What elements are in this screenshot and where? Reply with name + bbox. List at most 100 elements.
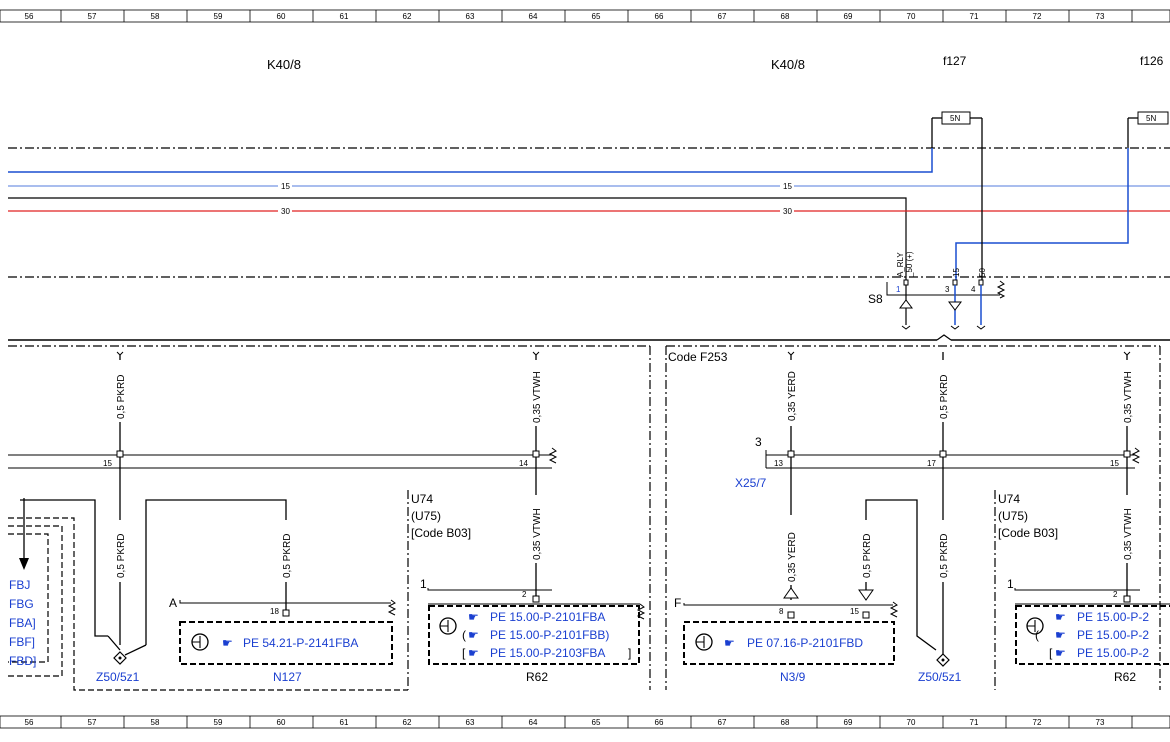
ruler-label: 68 <box>781 12 790 21</box>
side-boxes <box>8 517 408 691</box>
u74-label: U74 <box>411 492 433 506</box>
boundary-lines <box>8 147 1170 278</box>
wire-label: 0,35 VTWH <box>532 371 543 423</box>
f127-label: f127 <box>943 54 967 68</box>
ruler-label: 60 <box>277 12 286 21</box>
ruler-label: 70 <box>907 12 916 21</box>
component-letter: 1 <box>1007 577 1014 591</box>
bus-30-label: 30 <box>783 207 792 216</box>
wire-label: 0,35 VTWH <box>532 508 543 560</box>
ruler-label: 56 <box>25 718 34 727</box>
relay-pin-label: A_RLY <box>896 252 905 277</box>
ruler-label: 61 <box>340 718 349 727</box>
pin-number: 15 <box>850 607 859 616</box>
ref-link[interactable]: PE 15.00-P-2101FBA <box>490 610 605 624</box>
ref-link[interactable]: PE 07.16-P-2101FBD <box>747 636 863 650</box>
relay-pin-number: 3 <box>945 285 950 294</box>
pin-number: 2 <box>522 590 527 599</box>
ruler-label: 62 <box>403 718 412 727</box>
ruler-label: 72 <box>1033 718 1042 727</box>
wire-label: 0,35 YERD <box>787 371 798 421</box>
wire-label: 0,35 VTWH <box>1123 508 1134 560</box>
ruler-label: 69 <box>844 12 853 21</box>
f126-label: f126 <box>1140 54 1164 68</box>
fuse-rating: 5N <box>1146 114 1156 123</box>
relay-pin-label: _50 (+) <box>905 251 914 278</box>
ruler-label: 59 <box>214 12 223 21</box>
ruler-label: 63 <box>466 718 475 727</box>
ref-link[interactable]: PE 15.00-P-2101FBB) <box>490 628 609 642</box>
fuse-f127: 5N <box>931 111 983 148</box>
ruler-frame <box>0 715 1170 729</box>
ruler-label: 56 <box>25 12 34 21</box>
u74-label: U74 <box>998 492 1020 506</box>
ruler-label: 67 <box>718 718 727 727</box>
ref-link[interactable]: PE 15.00-P-2 <box>1077 646 1149 660</box>
component-r62-left <box>427 588 646 665</box>
component-label: N127 <box>273 670 302 684</box>
side-label: FBD] <box>9 654 36 668</box>
side-label: FBA] <box>9 616 36 630</box>
hand-pointer-icon: ☛ <box>1055 646 1066 660</box>
side-label: FBJ <box>9 578 30 592</box>
relay-pin-number: 1 <box>896 285 901 294</box>
connector-pin: 17 <box>927 459 936 468</box>
u74-label: [Code B03] <box>998 526 1058 540</box>
component-n127 <box>179 599 397 665</box>
fuse-rating: 5N <box>950 114 960 123</box>
side-label: FBF] <box>9 635 35 649</box>
wire-label: 0,5 PKRD <box>939 534 950 578</box>
k40-right-label: K40/8 <box>771 57 805 72</box>
component-label: R62 <box>1114 670 1136 684</box>
ref-link[interactable]: PE 15.00-P-2103FBA <box>490 646 605 660</box>
ref-link[interactable]: PE 15.00-P-2 <box>1077 628 1149 642</box>
bracket: ] <box>628 646 631 660</box>
bracket: ( <box>462 628 466 642</box>
z50-left-symbol <box>107 635 147 665</box>
ruler-label: 58 <box>151 718 160 727</box>
ruler-label: 73 <box>1096 718 1105 727</box>
component-label: Z50/5z1 <box>96 670 140 684</box>
component-label: R62 <box>526 670 548 684</box>
wire-label: 0,5 PKRD <box>282 534 293 578</box>
ruler-label: 71 <box>970 12 979 21</box>
pin-number: 2 <box>1113 590 1118 599</box>
hand-pointer-icon: ☛ <box>222 636 233 650</box>
ruler-label: 72 <box>1033 12 1042 21</box>
ruler-label: 73 <box>1096 12 1105 21</box>
relay-pin-label: 15 <box>952 268 961 277</box>
wire-label: 0,5 PKRD <box>116 375 127 419</box>
connector-pin: 15 <box>103 459 112 468</box>
component-letter: 1 <box>420 577 427 591</box>
bracket: [ <box>1049 646 1053 660</box>
k40-left-label: K40/8 <box>267 57 301 72</box>
ref-link[interactable]: PE 15.00-P-2 <box>1077 610 1149 624</box>
hand-pointer-icon: ☛ <box>468 628 479 642</box>
ruler-label: 57 <box>88 718 97 727</box>
wire-label: 0,5 PKRD <box>939 375 950 419</box>
u74-label: [Code B03] <box>411 526 471 540</box>
component-letter: A <box>169 596 177 610</box>
ruler-label: 67 <box>718 12 727 21</box>
hand-pointer-icon: ☛ <box>724 636 735 650</box>
wire-label: 0,5 PKRD <box>862 534 873 578</box>
hand-pointer-icon: ☛ <box>1055 610 1066 624</box>
connector-pin: 13 <box>774 459 783 468</box>
relay-s8 <box>886 279 1006 330</box>
z50-right-symbol <box>936 653 950 667</box>
wire-label: 0,35 VTWH <box>1123 371 1134 423</box>
pin-number: 18 <box>270 607 279 616</box>
component-r62-right <box>1014 588 1170 665</box>
ruler-label: 64 <box>529 12 538 21</box>
ruler-label: 70 <box>907 718 916 727</box>
wire-terminals <box>116 351 1131 356</box>
ref-link[interactable]: PE 54.21-P-2141FBA <box>243 636 358 650</box>
bus-15-label: 15 <box>783 182 792 191</box>
ruler-label: 62 <box>403 12 412 21</box>
ruler-label: 66 <box>655 718 664 727</box>
connector-pin: 14 <box>519 459 528 468</box>
connector-strip <box>8 447 1141 469</box>
hand-pointer-icon: ☛ <box>468 610 479 624</box>
